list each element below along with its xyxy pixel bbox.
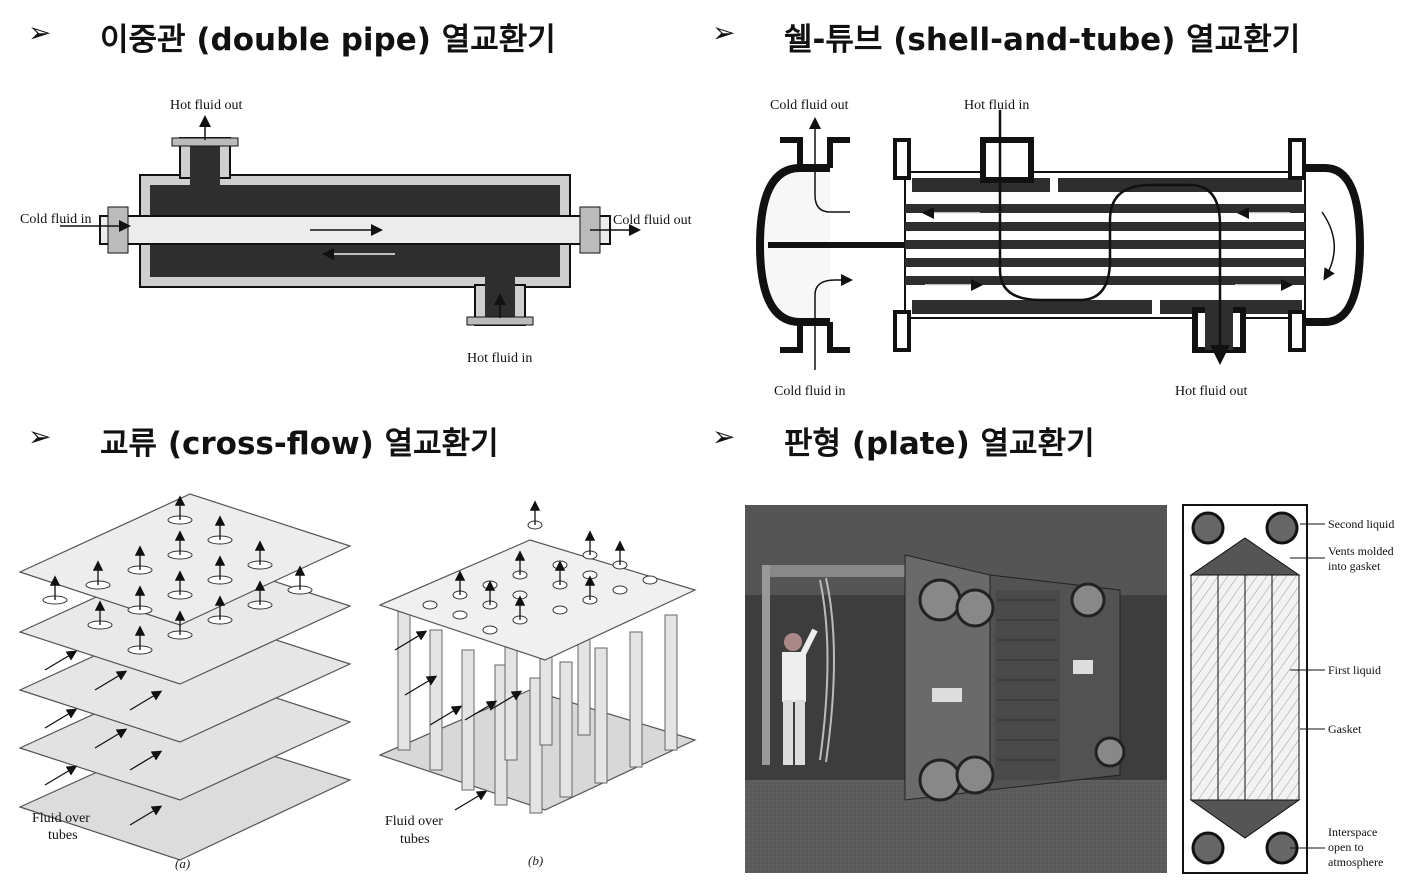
label-cf-a-fluid-over: Fluid over (32, 811, 90, 826)
cross-flow-diagram-a: Fluid over tubes (a) (18, 493, 352, 871)
shell-tube-diagram: Cold fluid out Hot fluid in Cold fluid i… (755, 98, 1365, 399)
plate-exchanger-photo (745, 505, 1167, 873)
heading-plate: 판형 (plate) 열교환기 (784, 426, 1095, 462)
label-vents-molded: Vents molded (1328, 544, 1394, 558)
heading-double-pipe: 이중관 (double pipe) 열교환기 (100, 22, 556, 58)
label-st-hot-fluid-out: Hot fluid out (1175, 384, 1247, 399)
label-st-cold-fluid-out: Cold fluid out (770, 98, 849, 113)
label-cf-b-fluid-over: Fluid over (385, 814, 443, 829)
figure-label-a: (a) (175, 856, 190, 871)
bullet-icon: ➢ (28, 420, 52, 453)
plate-gasket-drawing: Second liquid Vents molded into gasket F… (1182, 504, 1394, 874)
label-cf-b-tubes: tubes (400, 832, 430, 847)
label-gasket: Gasket (1328, 722, 1362, 736)
label-st-cold-fluid-in: Cold fluid in (774, 384, 846, 399)
label-atmosphere: atmosphere (1328, 855, 1383, 869)
heading-cross-flow: 교류 (cross-flow) 열교환기 (100, 426, 499, 462)
heading-shell-tube: 쉘-튜브 (shell-and-tube) 열교환기 (784, 22, 1301, 58)
label-st-hot-fluid-in: Hot fluid in (964, 98, 1029, 113)
label-hot-fluid-in: Hot fluid in (467, 351, 532, 366)
bullet-icon: ➢ (712, 16, 736, 49)
label-hot-fluid-out: Hot fluid out (170, 98, 242, 113)
label-interspace: Interspace (1328, 825, 1377, 839)
bullet-icon: ➢ (712, 420, 736, 453)
bullet-icon: ➢ (28, 16, 52, 49)
label-first-liquid: First liquid (1328, 663, 1381, 677)
label-open-to: open to (1328, 840, 1364, 854)
label-cold-fluid-in: Cold fluid in (20, 212, 92, 227)
label-into-gasket: into gasket (1328, 559, 1381, 573)
label-cold-fluid-out: Cold fluid out (613, 213, 692, 228)
figure-label-b: (b) (528, 853, 543, 868)
label-cf-a-tubes: tubes (48, 828, 78, 843)
label-second-liquid: Second liquid (1328, 517, 1394, 531)
cross-flow-diagram-b: Fluid over tubes (b) (378, 500, 697, 868)
double-pipe-diagram: Hot fluid out Hot fluid in Cold fluid in… (20, 98, 692, 366)
